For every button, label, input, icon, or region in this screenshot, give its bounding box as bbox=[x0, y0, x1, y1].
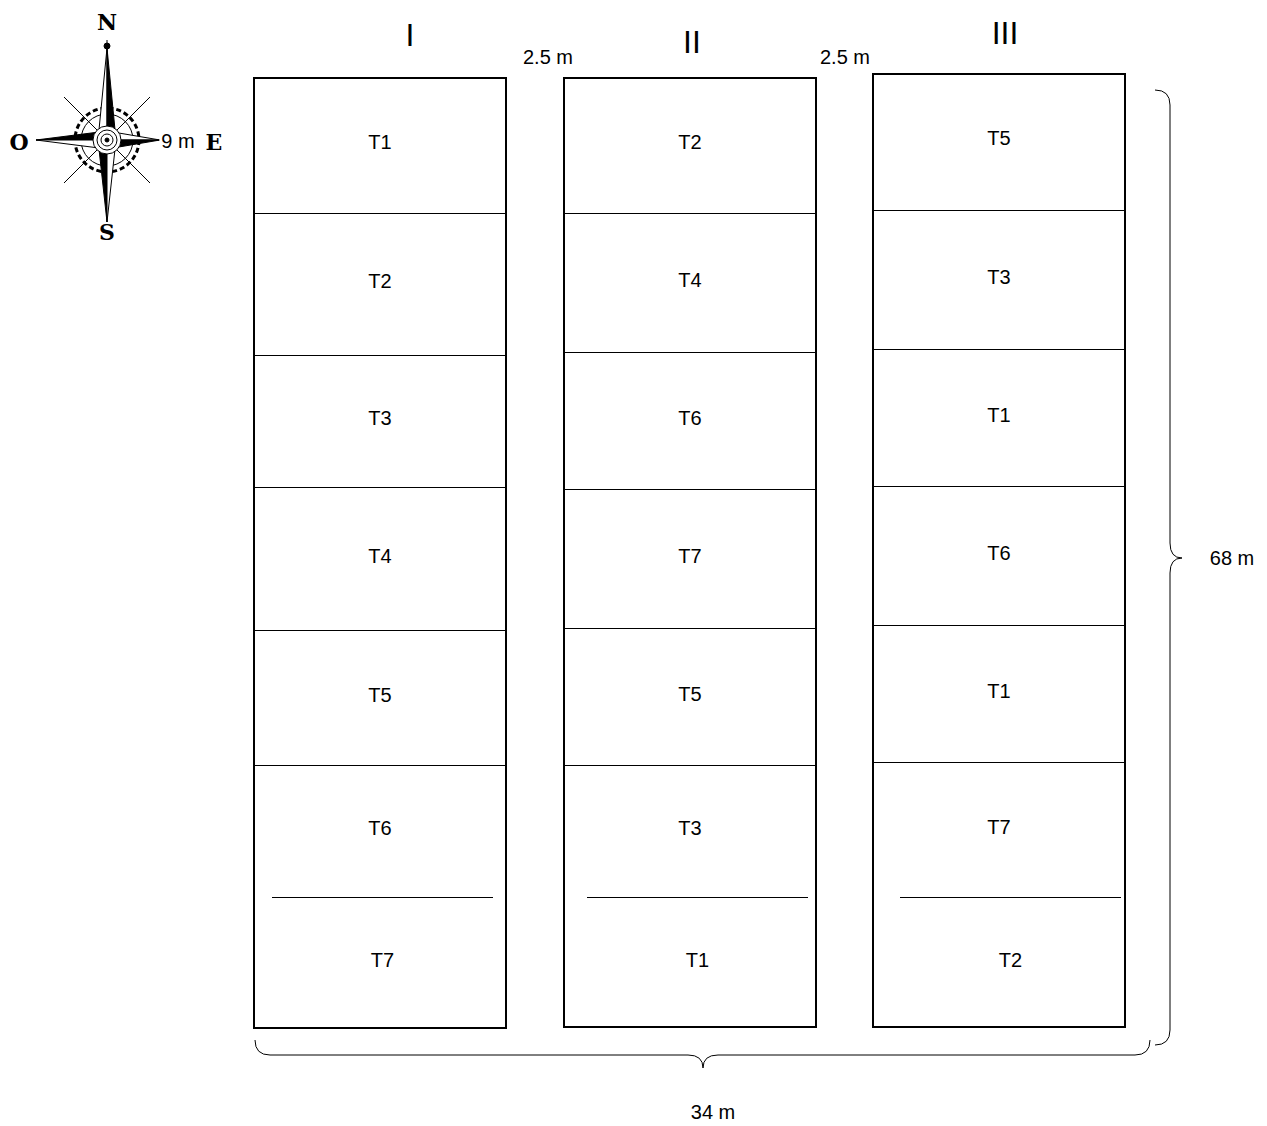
plot-cell: T5 bbox=[565, 628, 815, 765]
block-outline: IIT2T4T6T7T5T3T1 bbox=[563, 77, 817, 1028]
block-outline: IIIT5T3T1T6T1T7T2 bbox=[872, 73, 1126, 1028]
treatment-label: T3 bbox=[678, 817, 701, 846]
plot-cell: T3 bbox=[565, 765, 815, 897]
treatment-label: T1 bbox=[368, 131, 391, 160]
length-brace bbox=[1155, 90, 1182, 1045]
treatment-label: T2 bbox=[999, 949, 1022, 978]
dimension-label: 68 m bbox=[1208, 547, 1256, 570]
plot-cell: T6 bbox=[874, 486, 1124, 625]
treatment-label: T6 bbox=[678, 407, 701, 436]
treatment-label: T1 bbox=[686, 949, 709, 978]
plot-cell: T2 bbox=[255, 213, 505, 355]
treatment-label: T4 bbox=[368, 545, 391, 574]
compass-letter: O bbox=[7, 129, 30, 155]
block-outline: IT1T2T3T4T5T6T7 bbox=[253, 77, 507, 1029]
dimension-label: 34 m bbox=[689, 1101, 737, 1124]
plot-cell: T3 bbox=[874, 210, 1124, 349]
treatment-label: T4 bbox=[678, 269, 701, 298]
plot-cell: T1 bbox=[874, 349, 1124, 486]
dimension-label: 9 m bbox=[159, 130, 196, 153]
treatment-label: T6 bbox=[987, 542, 1010, 571]
compass-letter: S bbox=[97, 219, 117, 245]
plot-cell: T7 bbox=[874, 762, 1124, 897]
treatment-label: T7 bbox=[678, 545, 701, 574]
treatment-label: T3 bbox=[987, 266, 1010, 295]
width-brace bbox=[255, 1040, 1150, 1068]
plot-cell: T1 bbox=[874, 625, 1124, 762]
plot-cell: T3 bbox=[255, 355, 505, 487]
plot-cell: T5 bbox=[874, 73, 1124, 210]
plot-cell: T4 bbox=[565, 213, 815, 352]
block-heading: I bbox=[406, 17, 415, 54]
compass-letter: N bbox=[95, 9, 119, 35]
treatment-label: T5 bbox=[368, 684, 391, 713]
plot-cell: T2 bbox=[565, 77, 815, 213]
treatment-label: T7 bbox=[987, 816, 1010, 845]
plot-cell: T4 bbox=[255, 487, 505, 630]
block-heading: II bbox=[683, 24, 701, 61]
treatment-label: T1 bbox=[987, 404, 1010, 433]
plot-cell: T6 bbox=[255, 765, 505, 897]
plot-cell: T6 bbox=[565, 352, 815, 489]
plot-cell: T7 bbox=[272, 897, 493, 1029]
treatment-label: T5 bbox=[678, 683, 701, 712]
plot-cell: T7 bbox=[565, 489, 815, 628]
compass-letter: E bbox=[204, 129, 225, 155]
dimension-label: 2.5 m bbox=[521, 46, 575, 69]
treatment-label: T6 bbox=[368, 817, 391, 846]
plot-cell: T1 bbox=[255, 77, 505, 213]
treatment-label: T2 bbox=[368, 270, 391, 299]
plot-cell: T1 bbox=[587, 897, 808, 1028]
compass-rose bbox=[36, 40, 160, 222]
dimension-label: 2.5 m bbox=[818, 46, 872, 69]
block-heading: III bbox=[992, 15, 1019, 52]
treatment-label: T1 bbox=[987, 680, 1010, 709]
treatment-label: T2 bbox=[678, 131, 701, 160]
plot-cell: T5 bbox=[255, 630, 505, 765]
treatment-label: T7 bbox=[371, 949, 394, 978]
treatment-label: T5 bbox=[987, 127, 1010, 156]
plot-cell: T2 bbox=[900, 897, 1121, 1028]
treatment-label: T3 bbox=[368, 407, 391, 436]
